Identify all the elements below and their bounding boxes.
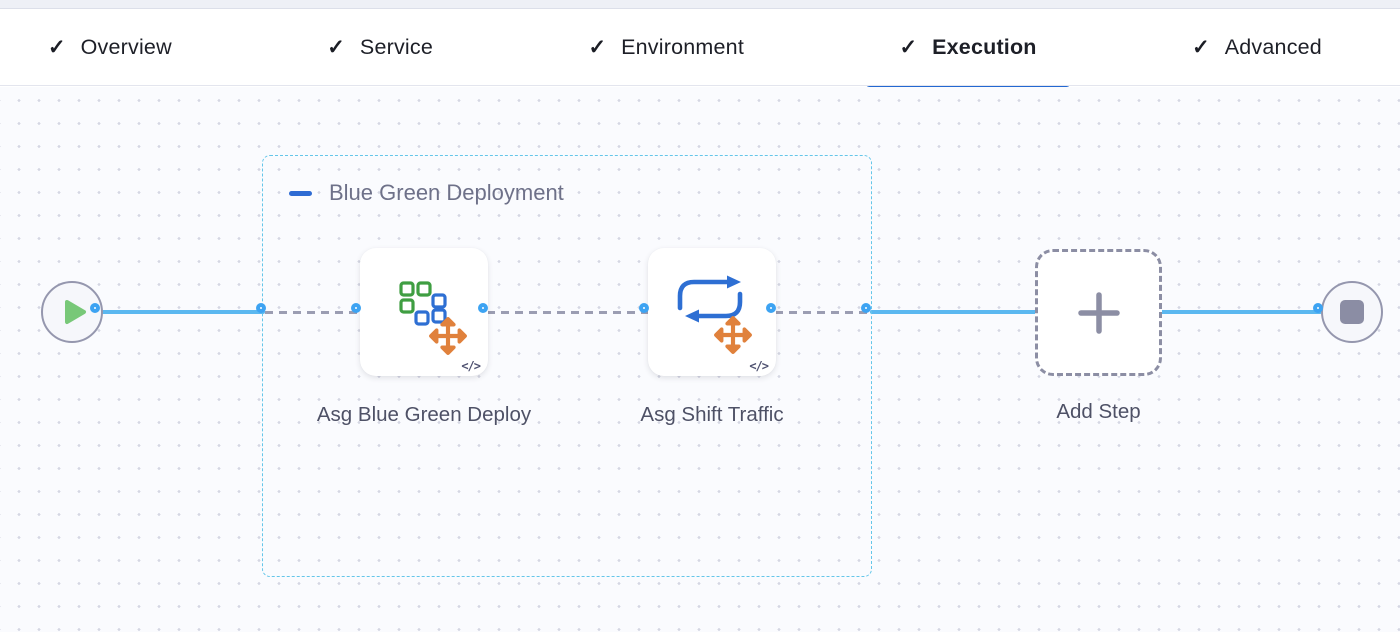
- tab-label: Service: [359, 34, 433, 59]
- tab-label: Advanced: [1224, 34, 1322, 59]
- connector-point[interactable]: [351, 303, 361, 313]
- pipeline-canvas[interactable]: Blue Green Deployment </>: [0, 87, 1400, 632]
- connector-point[interactable]: [861, 303, 871, 313]
- edge-step2-to-group: [775, 310, 870, 314]
- connector-point[interactable]: [256, 303, 266, 313]
- edge-group-to-addstep: [870, 310, 1037, 314]
- step-group-header: Blue Green Deployment: [289, 180, 564, 206]
- connector-point[interactable]: [766, 303, 776, 313]
- tab-label: Execution: [932, 34, 1037, 59]
- move-arrows-icon: [714, 316, 752, 354]
- connector-point[interactable]: [639, 303, 649, 313]
- tab-label: Overview: [80, 34, 172, 59]
- add-step-label: Add Step: [1056, 400, 1141, 423]
- step-label-asg-blue-green-deploy: Asg Blue Green Deploy: [316, 403, 532, 426]
- tab-execution[interactable]: ✓ Execution: [865, 9, 1071, 92]
- plus-icon: [1077, 291, 1120, 334]
- tab-overview[interactable]: ✓ Overview: [22, 9, 198, 85]
- edge-group-to-step1: [265, 310, 360, 314]
- check-icon: ✓: [588, 35, 607, 59]
- edge-step1-to-step2: [487, 310, 648, 314]
- check-icon: ✓: [1192, 35, 1210, 59]
- move-arrows-icon: [429, 317, 467, 355]
- asg-blue-green-deploy-icon: [399, 281, 447, 326]
- page-top-strip: [0, 0, 1400, 9]
- step-group-blue-green-deployment: Blue Green Deployment: [262, 155, 872, 577]
- play-icon: [64, 300, 86, 324]
- step-node-asg-shift-traffic[interactable]: </>: [648, 248, 776, 376]
- edge-start-to-group: [99, 310, 265, 314]
- pipeline-start-node: [41, 281, 103, 343]
- stop-icon: [1340, 300, 1364, 324]
- asg-shift-traffic-icon: [677, 275, 743, 323]
- add-step-button[interactable]: [1035, 249, 1162, 376]
- connector-point[interactable]: [90, 303, 100, 313]
- tab-label: Environment: [621, 34, 744, 59]
- edge-addstep-to-end: [1160, 310, 1322, 314]
- step-node-asg-blue-green-deploy[interactable]: </>: [360, 248, 488, 376]
- code-icon: </>: [461, 359, 481, 373]
- tab-advanced[interactable]: ✓ Advanced: [1166, 9, 1348, 85]
- step-label-asg-shift-traffic: Asg Shift Traffic: [640, 403, 784, 426]
- step-group-label: Blue Green Deployment: [329, 180, 564, 205]
- pipeline-end-node: [1321, 281, 1383, 343]
- check-icon: ✓: [327, 35, 345, 59]
- check-icon: ✓: [899, 35, 918, 59]
- check-icon: ✓: [48, 35, 66, 59]
- stage-tab-bar: ✓ Overview ✓ Service ✓ Environment ✓ Exe…: [0, 9, 1400, 92]
- tab-service[interactable]: ✓ Service: [301, 9, 459, 85]
- connector-point[interactable]: [478, 303, 488, 313]
- tab-environment[interactable]: ✓ Environment: [562, 9, 770, 85]
- code-icon: </>: [749, 359, 769, 373]
- collapse-group-icon[interactable]: [289, 190, 312, 196]
- connector-point[interactable]: [1313, 303, 1323, 313]
